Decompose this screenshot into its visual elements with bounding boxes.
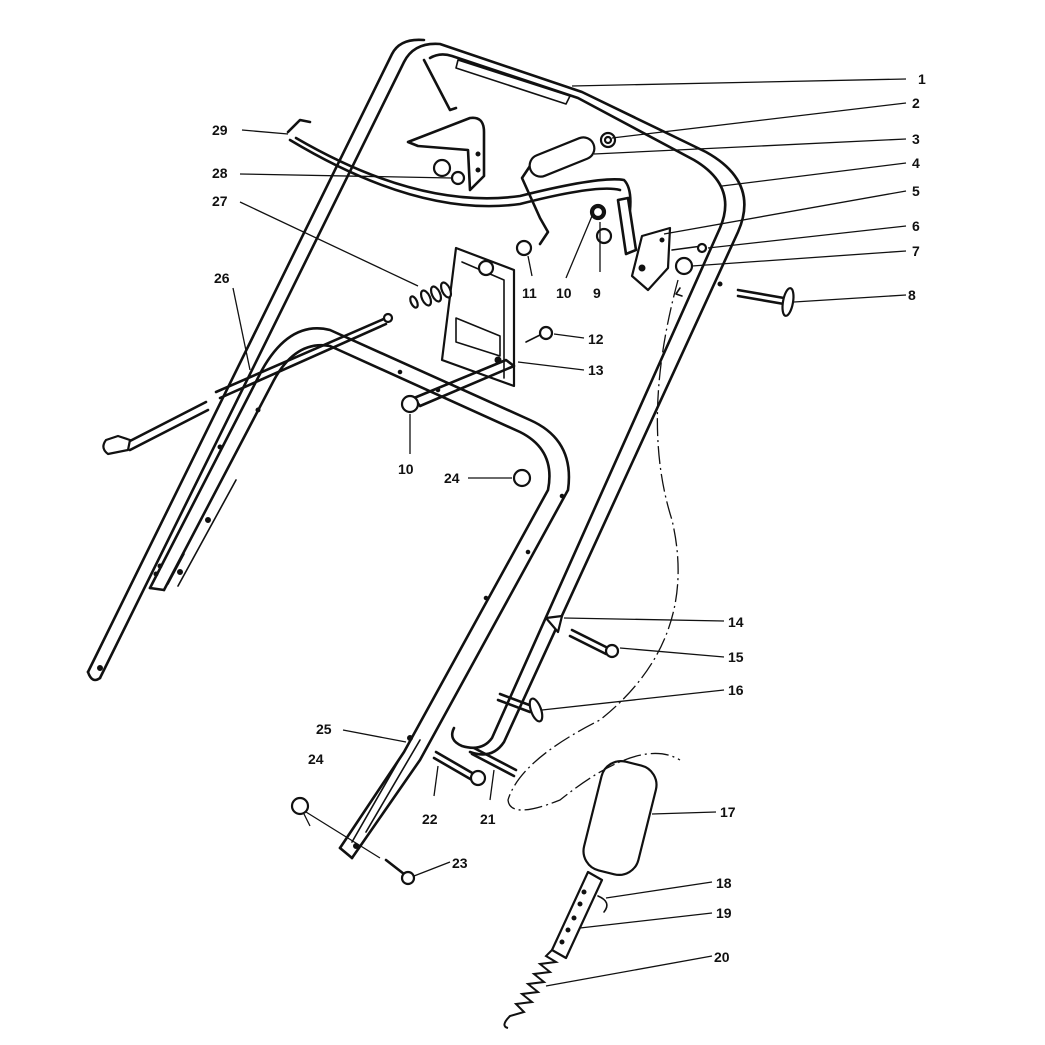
upper-handle (86, 38, 746, 756)
callout-25: 25 (316, 721, 332, 737)
callout-24-upper: 24 (444, 470, 460, 486)
leader-lines (232, 78, 907, 987)
callout-10-lower: 10 (398, 461, 414, 477)
callout-15: 15 (728, 649, 744, 665)
callout-labels: 1 2 3 4 5 6 7 8 9 10 11 12 13 14 15 16 1… (212, 71, 926, 965)
callout-20: 20 (714, 949, 730, 965)
callout-9: 9 (593, 285, 601, 301)
callout-18: 18 (716, 875, 732, 891)
callout-6: 6 (912, 218, 920, 234)
callout-5: 5 (912, 183, 920, 199)
callout-12: 12 (588, 331, 604, 347)
callout-27: 27 (212, 193, 228, 209)
callout-11: 11 (522, 285, 537, 301)
callout-22: 22 (422, 811, 438, 827)
spring-assembly (409, 281, 453, 309)
callout-1: 1 (918, 71, 926, 87)
control-bail (286, 118, 632, 212)
callout-8: 8 (908, 287, 916, 303)
callout-26: 26 (214, 270, 230, 286)
callout-16: 16 (728, 682, 744, 698)
callout-21: 21 (480, 811, 496, 827)
callout-19: 19 (716, 905, 732, 921)
bracket-with-bolt (406, 116, 486, 192)
lever-plate (412, 246, 516, 408)
callout-13: 13 (588, 362, 604, 378)
callout-28: 28 (212, 165, 228, 181)
cable (507, 279, 683, 811)
control-rod (102, 312, 394, 456)
callout-4: 4 (912, 155, 920, 171)
grip-assembly (503, 760, 658, 1029)
callout-3: 3 (912, 131, 920, 147)
z-rod (520, 136, 596, 246)
callout-17: 17 (720, 804, 736, 820)
callout-29: 29 (212, 122, 228, 138)
control-bracket (589, 196, 672, 292)
callout-24-lower: 24 (308, 751, 324, 767)
callout-14: 14 (728, 614, 744, 630)
lower-handle (148, 327, 571, 860)
callout-10-upper: 10 (556, 285, 572, 301)
callout-23: 23 (452, 855, 468, 871)
hardware (290, 131, 795, 886)
callout-2: 2 (912, 95, 920, 111)
callout-7: 7 (912, 243, 920, 259)
